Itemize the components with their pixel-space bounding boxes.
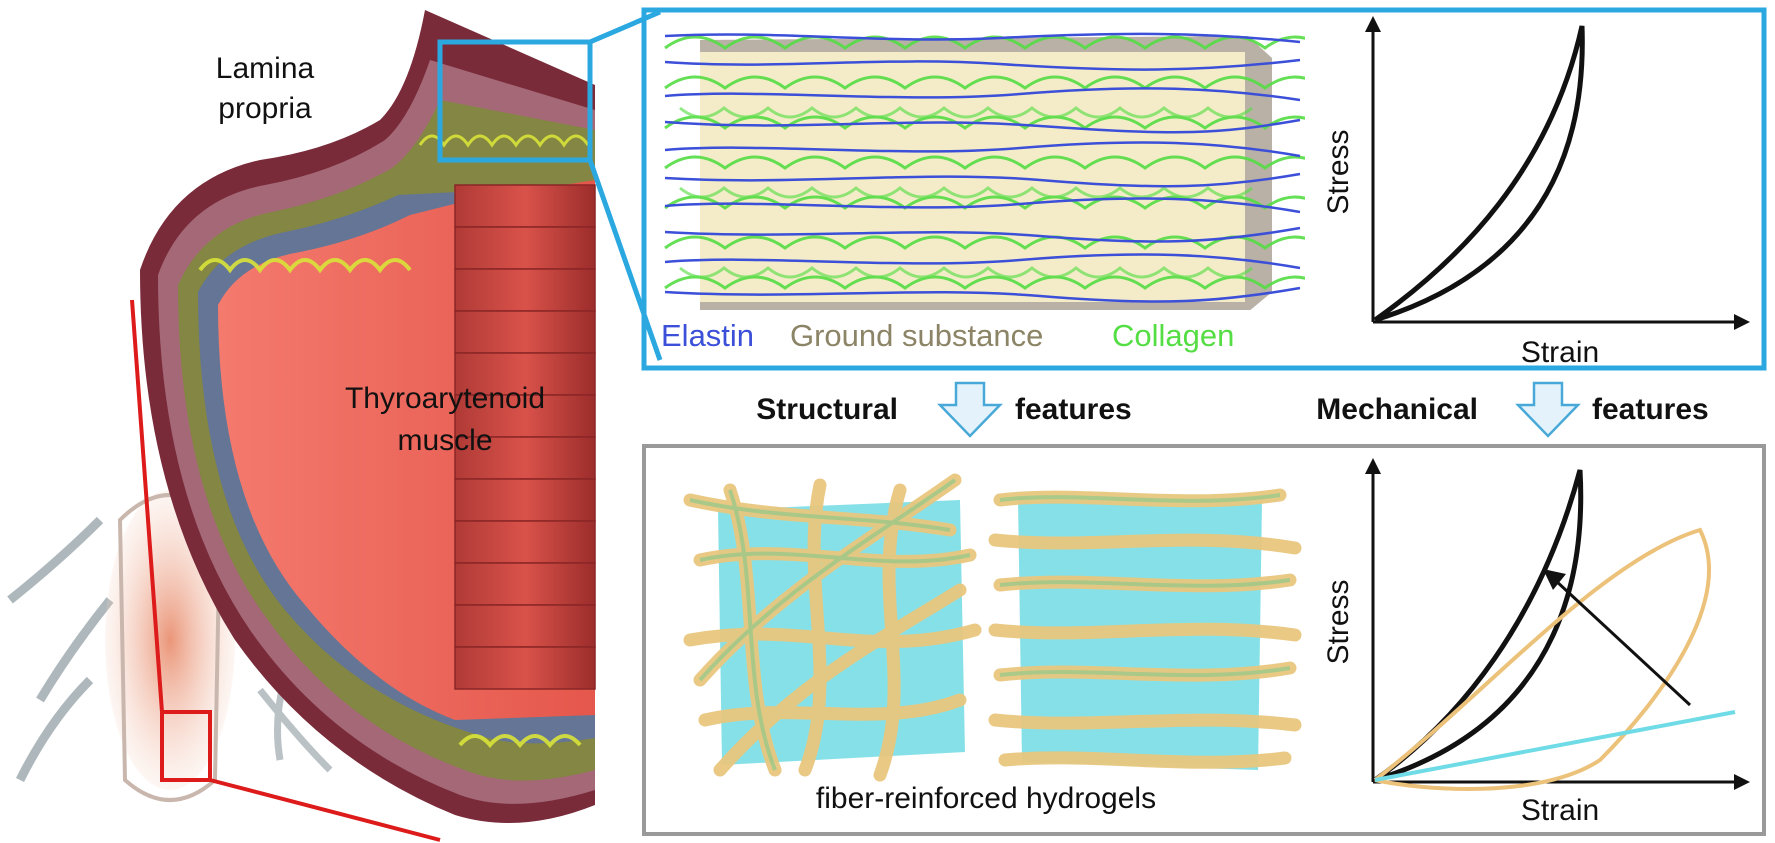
legend-elastin: Elastin — [661, 318, 754, 353]
legend-collagen: Collagen — [1112, 318, 1234, 353]
native-curve — [1373, 469, 1584, 783]
native-xlabel: Strain — [1521, 336, 1599, 369]
mechanical-features-label: features — [1592, 393, 1709, 426]
structural-arrow — [937, 381, 1003, 438]
native-zoom-box — [437, 39, 593, 163]
elastin-fibers — [664, 32, 1301, 303]
native-hysteresis-curve — [1373, 25, 1585, 323]
native-ecm-drawing — [664, 32, 1305, 310]
zoom-line-bottom — [209, 778, 441, 842]
lamina-label-1: Lamina — [216, 52, 315, 85]
native-ylabel: Stress — [1322, 129, 1355, 214]
hydrogel-panel — [642, 444, 1766, 836]
engineered-xlabel: Strain — [1521, 794, 1599, 827]
muscle-label-2: muscle — [397, 424, 492, 457]
native-stress-strain-plot — [1365, 16, 1750, 330]
structural-label: Structural — [756, 393, 898, 426]
engineered-stress-strain-plot — [1365, 458, 1750, 791]
muscle-bands — [454, 184, 596, 690]
lamina-label-2: propria — [218, 92, 312, 125]
engineered-ylabel: Stress — [1322, 579, 1355, 664]
zoom-box — [160, 710, 212, 782]
aligned-fiber-hydrogel — [988, 488, 1302, 770]
vocal-fold-cross-section — [140, 9, 663, 823]
mechanical-label: Mechanical — [1316, 393, 1478, 426]
fiber-hydrogel-curve — [1373, 527, 1711, 791]
muscle-label-1: Thyroarytenoid — [345, 382, 545, 415]
hydrogel-caption: fiber-reinforced hydrogels — [816, 782, 1156, 815]
structural-features-label: features — [1015, 393, 1132, 426]
random-fiber-hydrogel — [683, 473, 982, 782]
improvement-arrow-shaft — [1553, 578, 1692, 707]
improvement-arrow-head — [1543, 569, 1566, 590]
legend-ground-substance: Ground substance — [790, 318, 1043, 353]
hydrogel-only-curve — [1374, 710, 1736, 782]
zoom-line-top — [130, 299, 164, 713]
mechanical-arrow — [1515, 381, 1581, 438]
native-tissue-panel — [641, 7, 1767, 371]
